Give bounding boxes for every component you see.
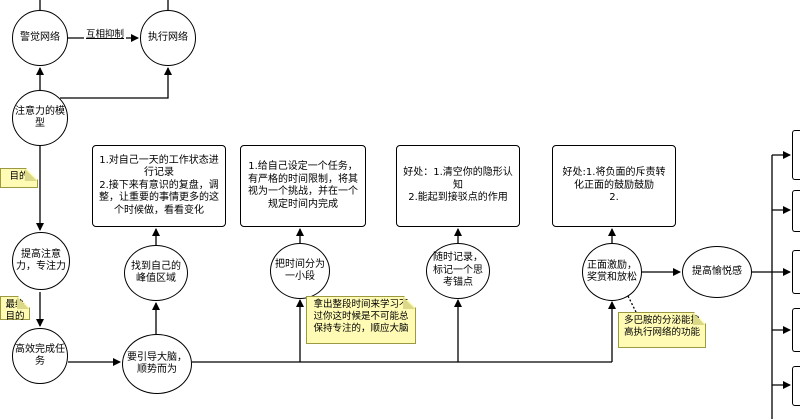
- node-find-peak[interactable]: 找到自己的峰值区域: [124, 245, 188, 301]
- box-record-detail[interactable]: 好处：1.清空你的隐形认知 2.能起到接驳点的作用: [396, 145, 520, 227]
- box-positive-detail-line-2: 2.: [609, 192, 619, 204]
- box-time-detail[interactable]: 1.给自己设定一个任务，有严格的时间限制，将其视为一个挑战，并在一个规定时间内完…: [240, 145, 366, 227]
- box-offscreen-3[interactable]: [792, 250, 800, 294]
- box-peak-detail[interactable]: 1.对自己一天的工作状态进行记录 2.接下来有意识的复盘，调整，让重要的事情更多…: [92, 145, 226, 227]
- node-record-anytime[interactable]: 随时记录，标记一个思考锚点: [426, 243, 490, 299]
- box-peak-detail-line-1: 1.对自己一天的工作状态进行记录: [99, 154, 219, 179]
- node-guide-brain[interactable]: 要引导大脑，顺势而为: [122, 334, 192, 394]
- note-dopamine[interactable]: 多巴胺的分泌能提高执行网络的功能: [618, 312, 706, 348]
- node-efficient-completion[interactable]: 高效完成任务: [12, 328, 68, 384]
- node-attention-model[interactable]: 注意力的模型: [12, 90, 68, 146]
- box-offscreen-4[interactable]: [792, 308, 800, 352]
- box-offscreen-2[interactable]: [792, 190, 800, 232]
- box-time-detail-line-1: 1.给自己设定一个任务，有严格的时间限制，将其视为一个挑战，并在一个规定时间内完…: [248, 161, 358, 210]
- node-positive-motivation[interactable]: 正面激励，奖赏和放松: [582, 243, 642, 301]
- edge-label-mutual-inhibition: 互相抑制: [84, 26, 127, 40]
- box-positive-detail[interactable]: 好处:1.将负面的斥责转化正面的鼓励鼓励 2.: [552, 145, 676, 227]
- box-peak-detail-line-2: 2.接下来有意识的复盘，调整，让重要的事情更多的这个时候做，看看变化: [99, 179, 219, 216]
- box-record-detail-line-2: 2.能起到接驳点的作用: [408, 192, 508, 204]
- node-vigilance-network[interactable]: 警觉网络: [12, 10, 68, 66]
- box-offscreen-5[interactable]: [792, 366, 800, 406]
- box-record-detail-line-1: 好处：1.清空你的隐形认知: [403, 167, 513, 191]
- node-improve-pleasure[interactable]: 提高愉悦感: [682, 246, 752, 298]
- note-connector-dopamine: [627, 295, 637, 313]
- box-offscreen-1[interactable]: [792, 130, 800, 180]
- node-executive-network[interactable]: 执行网络: [140, 10, 196, 66]
- node-split-time[interactable]: 把时间分为一小段: [270, 243, 330, 299]
- edge-model-to-executive: [60, 67, 172, 99]
- note-time-tip[interactable]: 拿出整段时间来学习不过你这时候是不可能总保持专注的，顺应大脑: [306, 296, 416, 344]
- node-improve-focus[interactable]: 提高注意力，专注力: [12, 232, 70, 290]
- box-positive-detail-line-1: 好处:1.将负面的斥责转化正面的鼓励鼓励: [562, 167, 666, 191]
